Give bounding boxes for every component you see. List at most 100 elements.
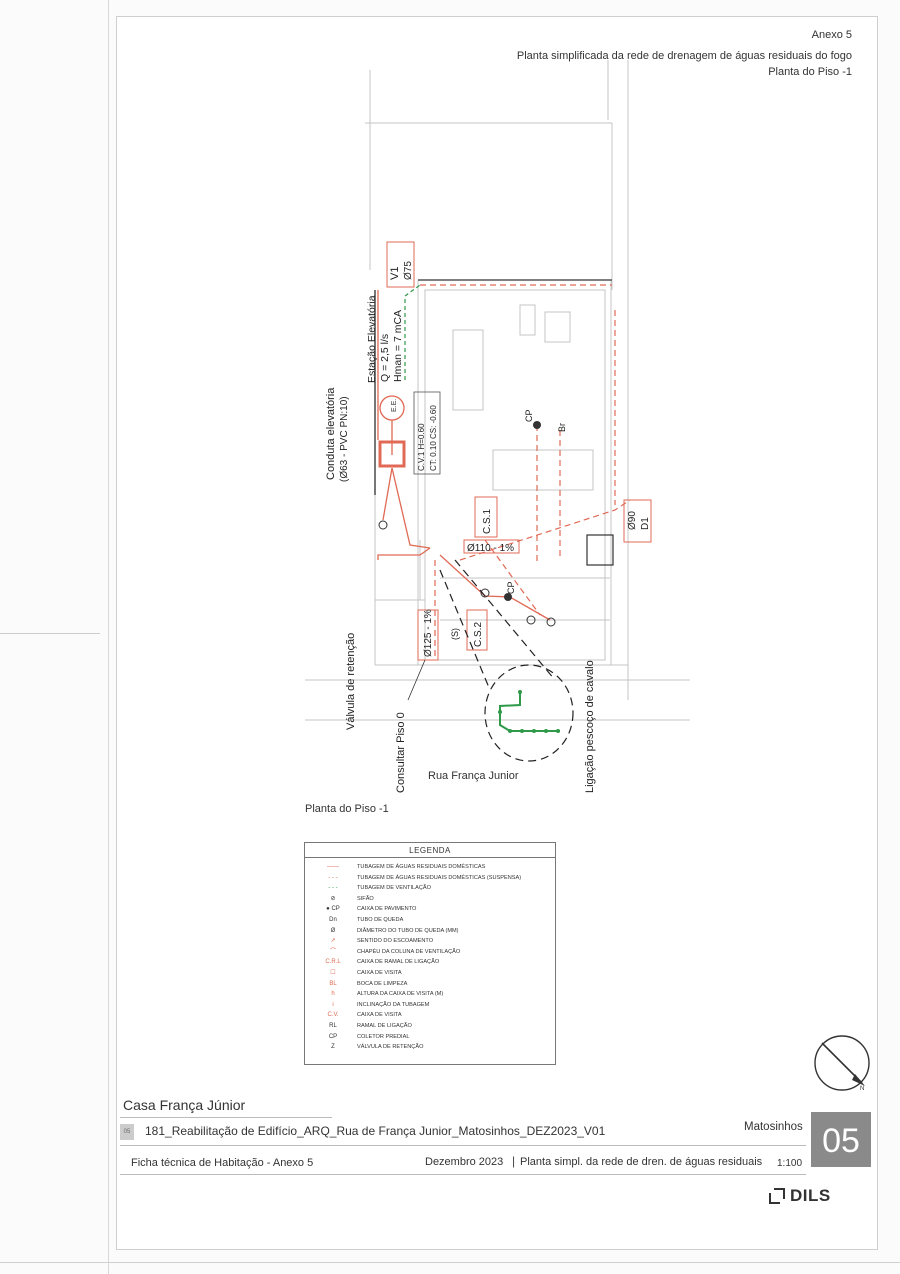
ligacao-label: Ligação pescoço de cavalo — [584, 660, 596, 793]
legend-item: RLRamal de ligação — [305, 1022, 555, 1031]
cs1-label: C.S.1 — [482, 509, 493, 534]
legend-item: i Inclinação da tubagem — [305, 1001, 555, 1010]
legend-symbol: i — [332, 1001, 334, 1008]
legend-text: Coletor predial — [357, 1033, 410, 1040]
valvula-label: Válvula de retenção — [345, 633, 357, 730]
date-label: Dezembro 2023 — [425, 1156, 504, 1168]
legend-text: Diâmetro do tubo de queda (mm) — [357, 927, 459, 934]
legend-symbol: - - - — [328, 874, 338, 881]
siphons — [378, 520, 556, 627]
d110-box — [463, 539, 520, 554]
floor-box-cp2 — [504, 593, 512, 601]
legend-symbol: BL — [329, 980, 337, 987]
legend-symbol: ⊘ — [330, 895, 336, 902]
legend-text: Altura da caixa de visita (m) — [357, 991, 444, 998]
sheet-title: Planta simplificada da rede de drenagem … — [516, 50, 852, 62]
project-code: 181_Reabilitação de Edifício_ARQ_Rua de … — [145, 1124, 606, 1138]
br-label: Br — [557, 423, 567, 432]
pump-station-symbol — [379, 395, 405, 421]
consultar-label: Consultar Piso 0 — [395, 712, 407, 793]
legend-item: DnTubo de queda — [305, 916, 555, 925]
legend-item: - - - Tubagem de ventilação — [305, 884, 555, 893]
legend-text: Sifão — [357, 895, 374, 902]
ee-label: E.E. — [391, 399, 398, 412]
legend-text: Válvula de retenção — [357, 1044, 424, 1051]
cp1-label: CP — [524, 409, 534, 422]
sheet-number: 05 — [811, 1112, 871, 1167]
legend-item: - - - Tubagem de águas residuais doméstic… — [305, 874, 555, 883]
legend-text: Tubagem de ventilação — [357, 885, 431, 892]
legend-item: BL Boca de limpeza — [305, 980, 555, 989]
legend-text: Inclinação da tubagem — [357, 1001, 430, 1008]
legend-item: Ø Diâmetro do tubo de queda (mm) — [305, 927, 555, 936]
floor-box-cp1 — [533, 421, 541, 429]
d1-label: D1 — [640, 517, 651, 530]
legend-symbol: ↗ — [330, 938, 336, 945]
legend-symbol: ● CP — [326, 906, 340, 913]
title-rule-bottom — [120, 1174, 806, 1175]
d90-box — [623, 499, 652, 543]
cv1-box — [413, 391, 441, 475]
legend-symbol: Z — [331, 1044, 335, 1051]
project-name: Casa França Júnior — [123, 1097, 246, 1113]
d90-label: Ø90 — [627, 511, 638, 530]
v1-label: V1 — [389, 267, 401, 280]
separator: | — [512, 1154, 516, 1168]
consultar-leader — [407, 659, 426, 701]
gooseneck-connection — [499, 690, 560, 732]
building-walls — [305, 60, 690, 721]
domestic-drain — [377, 290, 551, 621]
s-label: (S) — [450, 628, 460, 640]
cs1-box — [474, 496, 498, 538]
ventilation-pipe — [404, 284, 421, 380]
v1-box — [386, 241, 415, 288]
legend-text: Tubagem de águas residuais domésticas — [357, 864, 486, 870]
legend-symbol: RL — [329, 1023, 337, 1029]
conduta-label: Conduta elevatória — [325, 387, 337, 480]
ct-label: CT: 0.10 CS: -0.60 — [429, 405, 438, 471]
scale-label: 1:100 — [777, 1158, 803, 1169]
legend-item: C.R.LCaixa de ramal de ligação — [305, 958, 555, 967]
legend-symbol: C.R.L — [325, 959, 341, 966]
dils-logo-icon — [769, 1188, 785, 1204]
inspection-box — [378, 440, 406, 468]
hman-label: Hman = 7 mCA — [392, 310, 404, 382]
legend-item: C.V.Caixa de visita — [305, 1011, 555, 1020]
legend-symbol: ⌒ — [329, 948, 336, 955]
legend-item: h Altura da caixa de visita (m) — [305, 990, 555, 999]
legend-text: Boca de limpeza — [357, 980, 408, 987]
title-block-tag: 05 — [120, 1124, 134, 1140]
legend-text: Chapéu da coluna de ventilação — [357, 948, 461, 955]
cv1-label: C.V.1 H=0.60 — [417, 423, 426, 471]
gooseneck-points — [498, 690, 560, 733]
legend-item: Z Válvula de retenção — [305, 1043, 555, 1052]
legend-symbol: CP — [328, 1033, 338, 1040]
legend-item: CP Coletor predial — [305, 1033, 555, 1042]
d110-label: Ø110 - 1% — [467, 543, 514, 554]
title-rule-mid — [120, 1145, 806, 1146]
north-arrow-icon: N — [814, 1035, 870, 1092]
legend-symbol: C.V. — [327, 1012, 339, 1019]
street-name: Rua França Junior — [428, 770, 519, 782]
thick-walls — [374, 279, 612, 495]
conduta-spec-label: (Ø63 - PVC PN:10) — [339, 396, 350, 482]
legend-symbol: ☐ — [330, 970, 336, 976]
detail-callout — [439, 559, 574, 762]
station-label: Estação Elevatória — [366, 295, 378, 383]
legend-item: ⊘ Sifão — [305, 895, 555, 904]
legend-text: Tubagem de águas residuais domésticas (s… — [357, 874, 522, 881]
sheet-description: Planta simpl. da rede de dren. de águas … — [520, 1156, 763, 1168]
d75-label: Ø75 — [403, 261, 414, 280]
legend-symbol: Ø — [330, 927, 336, 934]
d125-box — [417, 609, 439, 661]
legend-symbol: h — [331, 991, 335, 998]
cs2-box — [466, 609, 488, 651]
legend-text: Caixa de visita — [357, 970, 402, 976]
legend-item: ⌒ Chapéu da coluna de ventilação — [305, 948, 555, 957]
legend-item: ↗Sentido do escoamento — [305, 937, 555, 946]
legend-symbol: - - - — [328, 885, 338, 892]
legend-item: —— Tubagem de águas residuais domésticas — [305, 863, 555, 872]
legend-symbol: —— — [327, 864, 339, 870]
legend-text: Tubo de queda — [357, 917, 404, 923]
shaft-box — [586, 534, 614, 566]
